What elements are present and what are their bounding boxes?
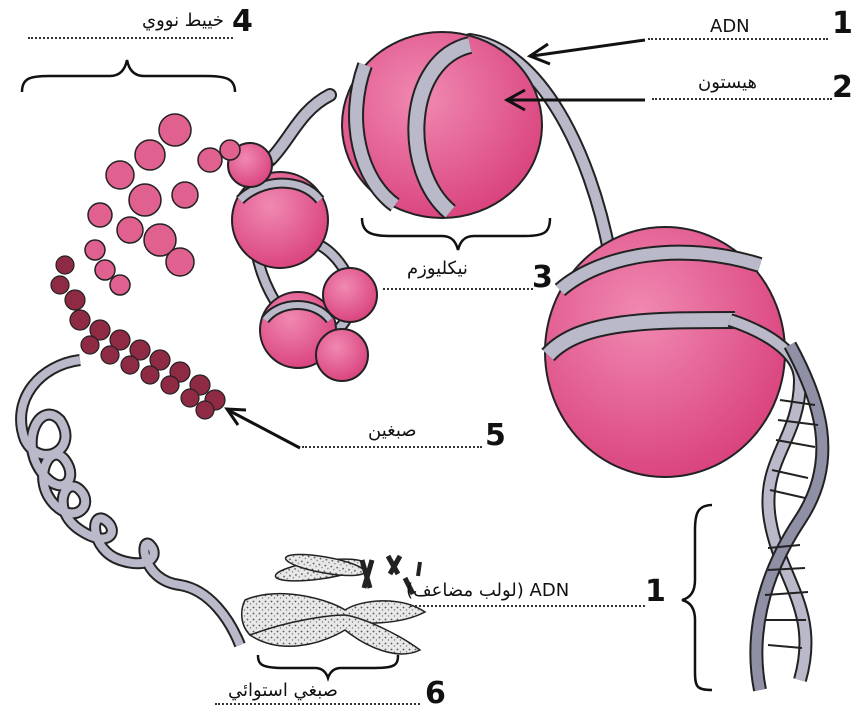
- arrow-chromatin: [228, 410, 300, 448]
- brace-chromosome: [258, 655, 398, 678]
- label-metaphase-chromosome: صبغي استوائي: [228, 680, 338, 702]
- label-chromatin: صبغين: [368, 420, 417, 442]
- brace-nucleosome: [362, 218, 550, 250]
- nuclear-thread-beads: [85, 114, 240, 295]
- metaphase-chromosome: [242, 594, 425, 654]
- leader-line-l2: [652, 98, 832, 100]
- chromatin-fiber: [51, 256, 225, 419]
- leader-line-l1-top: [648, 38, 828, 40]
- label-number-1-top: 1: [832, 8, 853, 40]
- leader-line-l4: [28, 37, 233, 39]
- label-nucleosome: نيكليوزم: [407, 258, 468, 280]
- label-number-2: 2: [832, 72, 853, 104]
- label-number-3: 3: [532, 262, 553, 294]
- nucleosome-large-top: [342, 32, 542, 218]
- label-number-6: 6: [425, 678, 446, 710]
- label-dna-top: ADN: [710, 16, 750, 38]
- label-histone: هيستون: [698, 72, 757, 94]
- label-number-1-bottom: 1: [645, 576, 666, 608]
- leader-line-l3: [383, 288, 533, 290]
- brace-nuclear-thread: [22, 60, 235, 92]
- brace-dna-helix: [682, 505, 712, 690]
- leader-line-l6: [215, 703, 420, 705]
- label-dna-double-helix: ADN (لولب مضاعف): [406, 580, 569, 602]
- small-chromosomes: [274, 550, 420, 594]
- nucleosome-chain-medium: [228, 143, 377, 381]
- arrow-dna-top: [532, 40, 645, 56]
- leader-line-l1-bottom: [410, 605, 645, 607]
- label-number-5: 5: [485, 420, 506, 452]
- nucleosome-large-bottom: [545, 227, 785, 477]
- label-nuclear-thread: خييط نووي: [142, 10, 224, 32]
- leader-line-l5: [302, 446, 482, 448]
- label-number-4: 4: [232, 6, 253, 38]
